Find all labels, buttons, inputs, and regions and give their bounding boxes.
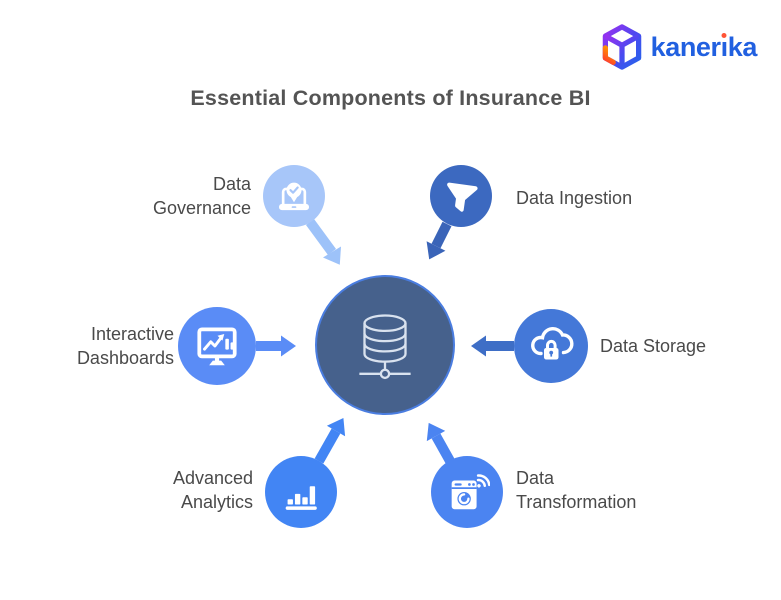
node-data-storage (514, 309, 588, 383)
label-data-governance: Data Governance (153, 172, 251, 220)
node-data-transformation (431, 456, 503, 528)
label-line: Data Storage (600, 336, 707, 356)
page-title: Essential Components of Insurance BI (190, 86, 591, 110)
node-interactive-dashboards (178, 307, 256, 385)
node-data-governance (263, 165, 325, 227)
washer-wifi-icon (451, 474, 490, 510)
funnel-icon (447, 182, 478, 212)
bar-chart-icon (285, 486, 317, 510)
dashboard-monitor-icon (197, 327, 237, 366)
arrow-advanced-analytics (314, 418, 346, 464)
label-line: Transformation (516, 492, 637, 512)
label-line: Interactive (90, 324, 174, 344)
label-line: Data (212, 174, 251, 194)
logo-cube-icon (602, 24, 641, 70)
arrow-data-storage (471, 335, 514, 357)
arrow-data-ingestion (426, 221, 452, 260)
node-advanced-analytics (265, 456, 337, 528)
arrow-interactive-dashboards (256, 335, 296, 357)
label-line: Governance (152, 198, 251, 218)
label-line: Advanced (172, 468, 253, 488)
arrow-data-transformation (426, 422, 455, 464)
database-network-icon (359, 314, 411, 380)
label-advanced-analytics: Advanced Analytics (173, 466, 253, 514)
label-interactive-dashboards: Interactive Dashboards (77, 322, 174, 370)
central-hub-circle (315, 275, 455, 415)
label-line: Dashboards (76, 348, 174, 368)
logo-text-pre: kaner (650, 31, 721, 62)
cloud-lock-icon (531, 327, 574, 360)
label-line: Analytics (180, 492, 253, 512)
logo-i-dot (721, 32, 727, 38)
label-data-storage: Data Storage (600, 334, 706, 358)
label-line: Data Ingestion (516, 188, 633, 208)
label-data-ingestion: Data Ingestion (516, 186, 632, 210)
arrow-data-governance (305, 219, 341, 265)
node-data-ingestion (430, 165, 492, 227)
label-line: Data (516, 468, 555, 488)
laptop-check-icon (279, 182, 309, 211)
label-data-transformation: Data Transformation (516, 466, 636, 514)
logo-text-post: ka (727, 31, 758, 62)
logo-letter-i: ı (720, 31, 729, 62)
